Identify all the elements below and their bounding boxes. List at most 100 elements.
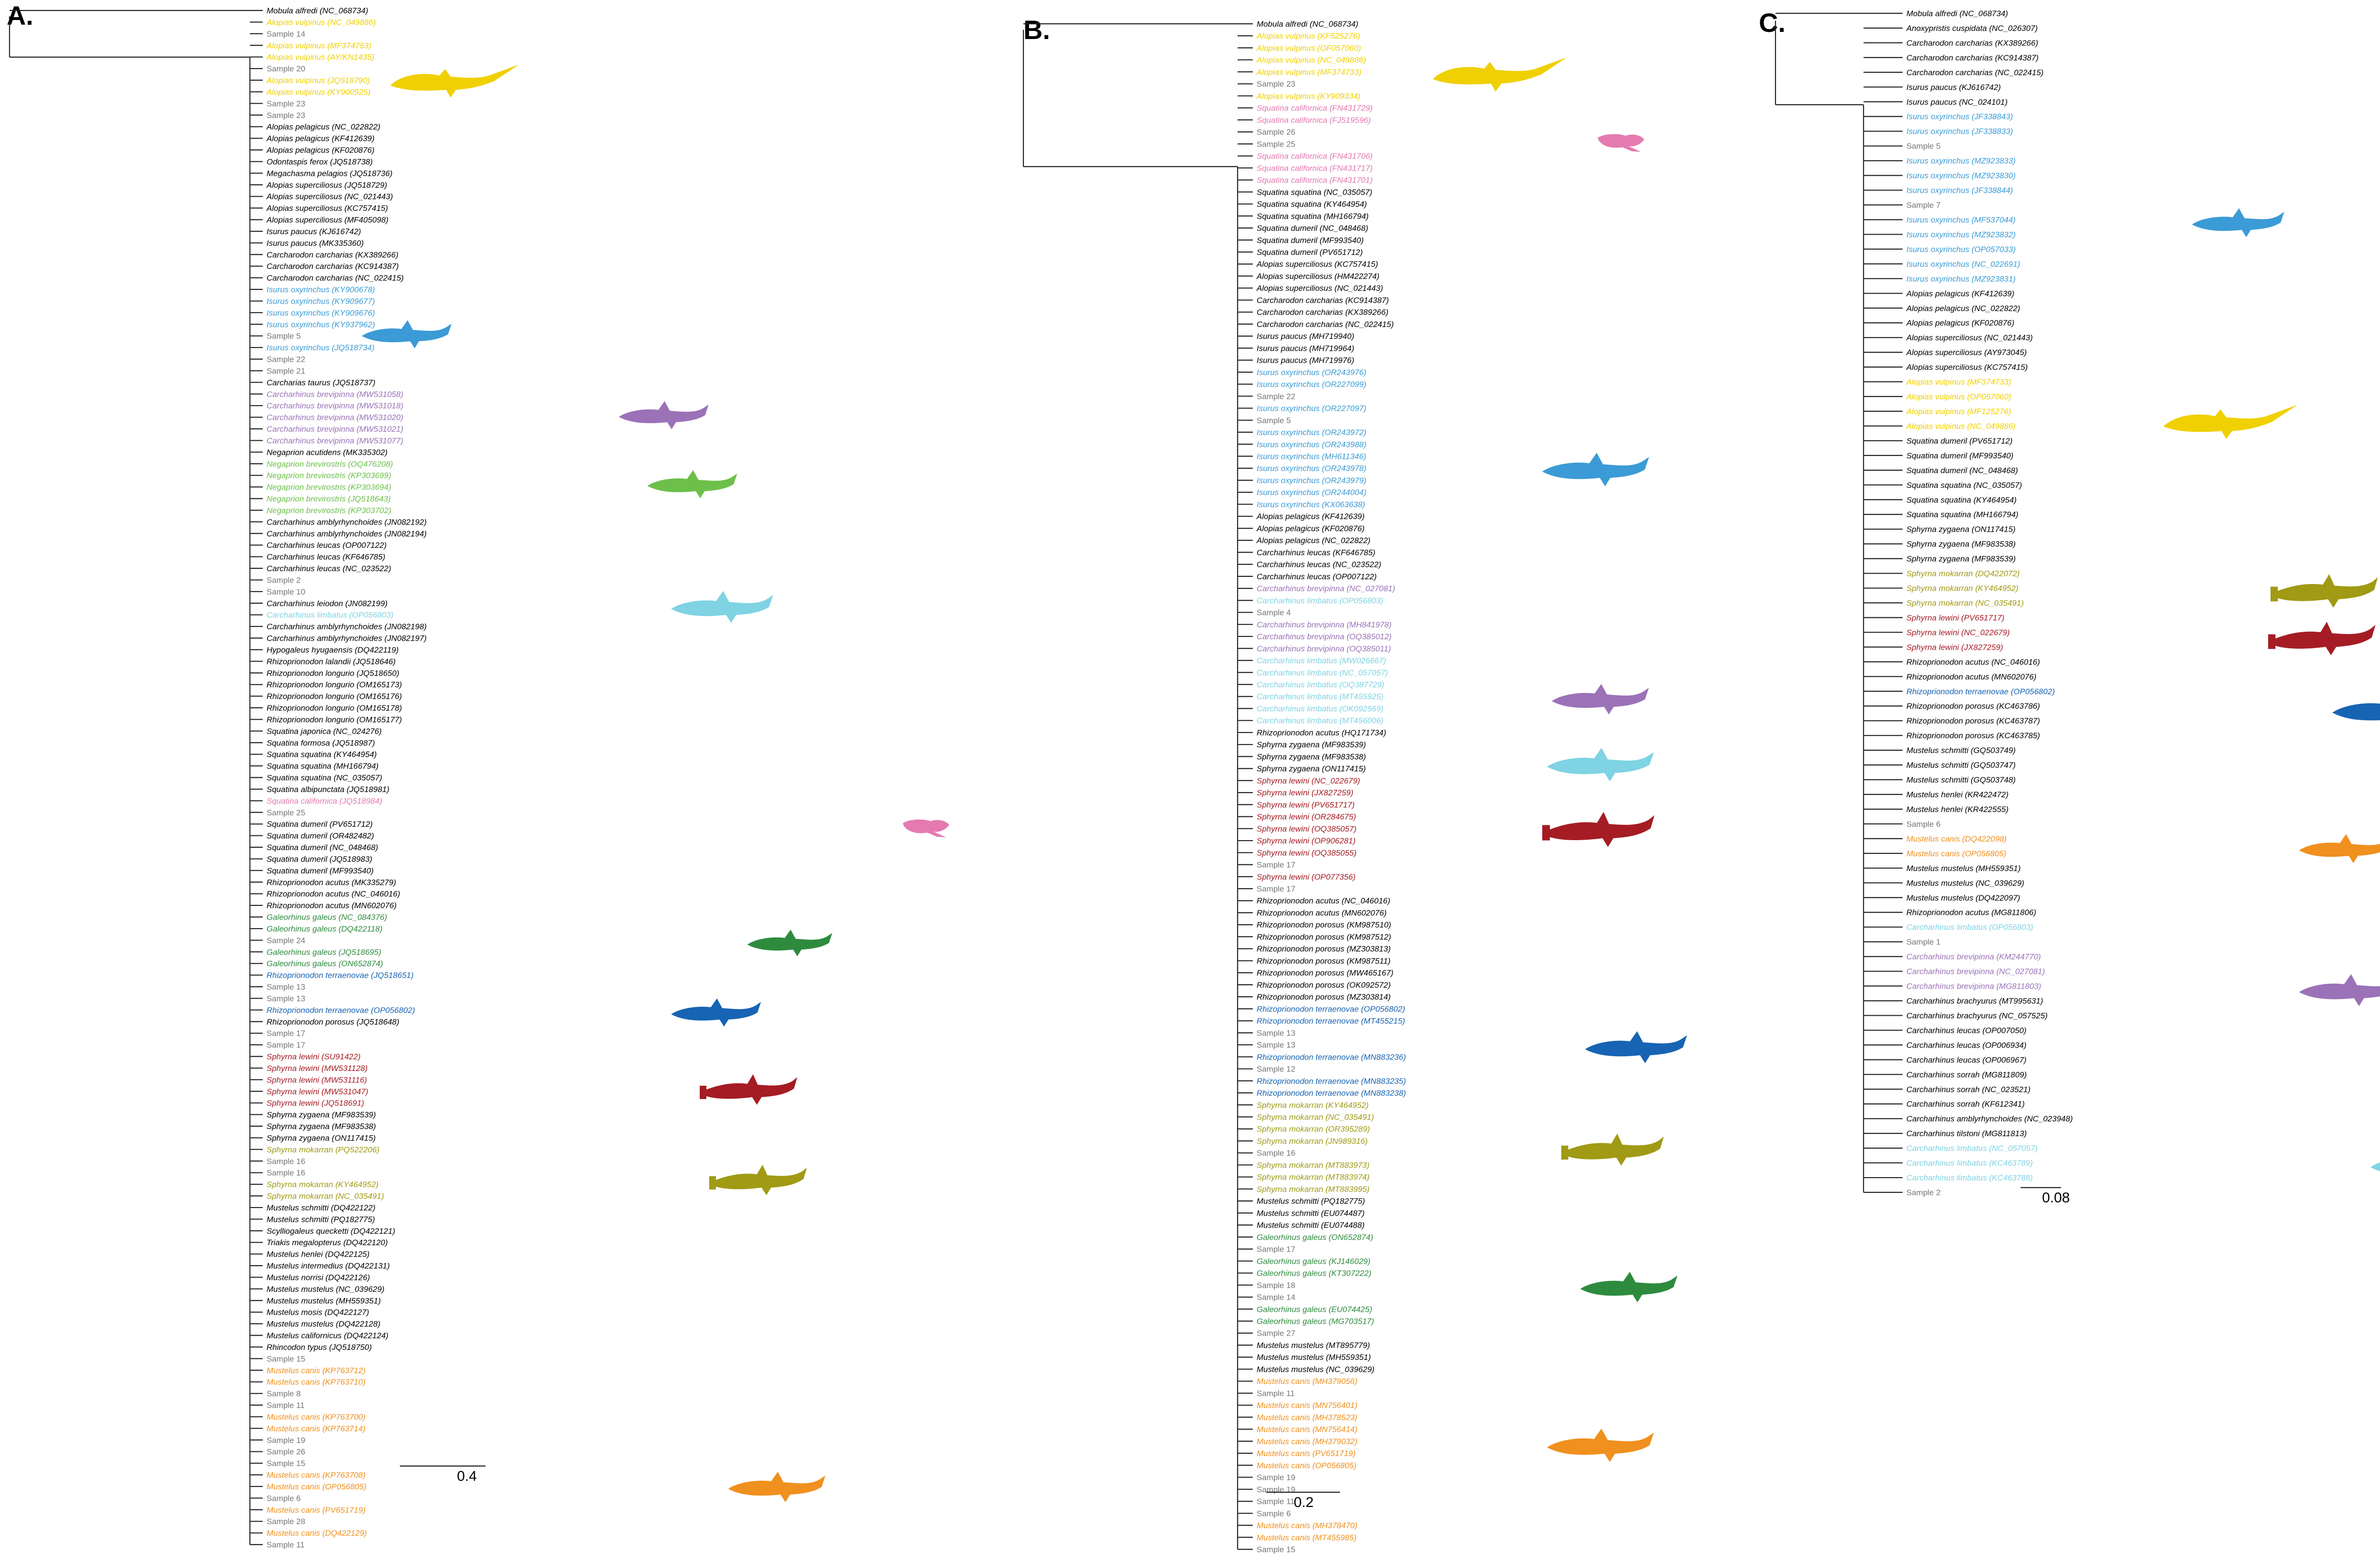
panel-a-tip-label-39: Negaprion brevirostris (OQ476208) [267,459,393,468]
panel-b-tip-label-9: Sample 26 [1257,128,1295,137]
panel-a-tip-label-111: Mustelus mustelus (MH559351) [267,1296,381,1305]
panel-a-tip-label-73: Squatina dumeril (JQ518983) [267,854,372,863]
panel-b-tip-label-19: Squatina dumeril (PV651712) [1257,248,1363,257]
panel-c-tip-label-23: Alopias superciliosus (AY973045) [1906,348,2027,357]
panel-c-tip-label-52: Mustelus schmitti (GQ503748) [1906,775,2016,784]
panel-b-tip-label-68: Sphyrna lewini (OP906281) [1257,836,1356,845]
panel-b-tip-label-8: Squatina californica (FJ519596) [1257,116,1371,125]
panel-a-tip-label-12: Alopias pelagicus (KF020876) [266,146,375,155]
panel-b-tip-label-98: Mustelus schmitti (PQ182775) [1257,1197,1365,1206]
panel-c-tip-label-37: Sphyrna zygaena (MF983539) [1906,555,2016,564]
panel-b-terraenovae-silhouette-6 [1585,1031,1687,1063]
panel-c-tip-label-72: Carcharhinus sorrah (MG811809) [1906,1070,2027,1079]
panel-b-tip-label-16: Squatina squatina (MH166794) [1257,212,1368,221]
panel-b-tip-label-103: Galeorhinus galeus (KJ146029) [1257,1257,1370,1266]
panel-b-tip-label-125: Mustelus canis (MH378470) [1257,1521,1358,1530]
panel-b-tip-label-40: Isurus oxyrinchus (KX063638) [1257,500,1365,509]
panel-b-tip-label-0: Mobula alfredi (NC_068734) [1257,20,1359,29]
panel-b-silhouette-path-6 [1585,1031,1687,1063]
panel-b-tip-label-112: Mustelus mustelus (NC_039629) [1257,1365,1375,1374]
panel-a-tip-label-131: Mustelus canis (DQ422129) [267,1529,367,1538]
panel-b-tip-label-88: Rhizoprionodon terraenovae (MN883235) [1257,1077,1406,1086]
panel-b-tip-label-34: Isurus oxyrinchus (OR243972) [1257,428,1367,437]
panel-b-tip-label-107: Galeorhinus galeus (EU074425) [1257,1305,1372,1314]
panel-a-tip-label-54: Carcharhinus amblyrhynchoides (JN082197) [267,634,426,643]
panel-b-tip-label-94: Sample 16 [1257,1149,1295,1158]
panel-b-tip-label-108: Galeorhinus galeus (MG703517) [1257,1317,1374,1326]
panel-a-tip-label-96: Sphyrna zygaena (MF983538) [267,1122,376,1131]
panel-b-tip-label-22: Alopias superciliosus (NC_021443) [1256,284,1383,293]
panel-a-tip-label-22: Carcharodon carcharias (KC914387) [267,262,399,271]
panel-a-tip-label-74: Squatina dumeril (MF993540) [267,866,374,875]
panel-b-tip-label-79: Rhizoprionodon porosus (MW465167) [1257,969,1393,978]
panel-a-tip-label-128: Sample 6 [267,1494,301,1503]
panel-a-label: A. [7,0,33,30]
panel-c-lewini-silhouette-3 [2268,622,2376,655]
panel-a-tip-label-49: Sample 2 [267,575,301,585]
panel-b-mako-silhouette-2 [1542,453,1649,486]
panel-b-tip-label-101: Galeorhinus galeus (ON652874) [1257,1233,1373,1242]
panel-c-tip-label-25: Alopias vulpinus (MF374733) [1906,377,2011,387]
panel-b-silhouette-path-2 [1542,453,1649,486]
panel-a-silhouette-path-0 [390,64,519,98]
panel-c-silhouette-path-5 [2299,834,2380,863]
panel-a-tip-label-37: Carcharhinus brevipinna (MW531077) [267,436,403,445]
panel-b-tip-label-7: Squatina californica (FN431729) [1257,104,1373,113]
panel-b-tip-label-28: Isurus paucus (MH719976) [1257,356,1354,365]
panel-a-tip-label-14: Megachasma pelagios (JQ518736) [267,169,393,178]
panel-a-thresher-silhouette-0 [390,64,519,98]
panel-a-tip-label-124: Sample 26 [267,1447,305,1457]
panel-b-tip-label-24: Carcharodon carcharias (KX389266) [1257,308,1388,317]
panel-a-tip-label-67: Squatina albipunctata (JQ518981) [267,785,389,794]
panel-c-tip-label-63: Sample 1 [1906,938,1941,947]
panel-a-tip-label-90: Sphyrna lewini (SU91422) [267,1052,361,1061]
panel-b-lewini-silhouette-5 [1542,812,1655,847]
panel-b-tip-label-64: Sphyrna lewini (JX827259) [1257,788,1353,797]
panel-b-tip-label-85: Sample 13 [1257,1041,1295,1050]
panel-c-tip-label-65: Carcharhinus brevipinna (NC_027081) [1906,967,2045,976]
panel-b-angel-silhouette-1 [1597,134,1644,152]
panel-b-tip-label-97: Sphyrna mokarran (MT883995) [1257,1185,1369,1194]
panel-a-tip-label-121: Mustelus canis (KP763700) [267,1412,366,1421]
panel-b-tip-label-55: Carcharhinus limbatus (OQ387729) [1257,680,1384,689]
panel-b-tip-label-29: Isurus oxyrinchus (OR243976) [1257,368,1367,377]
panel-c-tip-label-62: Carcharhinus limbatus (OP056803) [1906,923,2033,932]
panel-b-tip-label-93: Sphyrna mokarran (JN989316) [1257,1137,1368,1146]
panel-b-tip-label-39: Isurus oxyrinchus (OR244004) [1257,488,1367,497]
panel-c-tip-label-19: Alopias pelagicus (KF412639) [1906,289,2014,298]
panel-c-tip-label-61: Rhizoprionodon acutus (MG811806) [1906,908,2036,917]
panel-a-tip-label-78: Galeorhinus galeus (NC_084376) [267,913,387,922]
panel-b-tip-label-86: Rhizoprionodon terraenovae (MN883236) [1257,1052,1406,1061]
panel-c-tip-label-75: Carcharhinus amblyrhynchoides (NC_023948… [1906,1114,2073,1123]
panel-a-tip-label-58: Rhizoprionodon longurio (OM165173) [267,680,402,689]
panel-a-tip-label-109: Mustelus norrisi (DQ422126) [267,1273,370,1282]
panel-b-tip-label-89: Rhizoprionodon terraenovae (MN883238) [1257,1089,1406,1098]
panel-c-tip-label-74: Carcharhinus sorrah (KF612341) [1906,1100,2025,1109]
panel-b-tip-label-81: Rhizoprionodon porosus (MZ303814) [1257,992,1391,1001]
panel-a-tip-label-105: Scylliogaleus quecketti (DQ422121) [267,1227,395,1236]
panel-a-tip-label-97: Sphyrna zygaena (ON117415) [267,1133,376,1142]
panel-b-tip-label-26: Isurus paucus (MH719940) [1257,332,1354,341]
panel-b-tip-label-70: Sample 17 [1257,861,1295,870]
panel-c-tip-label-44: Rhizoprionodon acutus (NC_046016) [1906,657,2040,666]
panel-c-tip-label-3: Carcharodon carcharias (KC914387) [1906,53,2039,62]
panel-c-tip-label-2: Carcharodon carcharias (KX389266) [1906,39,2038,48]
panel-b-mokarran-silhouette-7 [1561,1133,1664,1166]
panel-b-tip-label-106: Sample 14 [1257,1293,1295,1302]
panel-c-silhouette-path-0 [2192,208,2284,238]
panel-c-tip-label-13: Sample 7 [1906,201,1941,210]
panel-b-tip-label-74: Rhizoprionodon acutus (MN602076) [1257,908,1387,917]
panel-a-tip-label-64: Squatina squatina (KY464954) [267,750,377,759]
panel-a-tip-label-66: Squatina squatina (NC_035057) [267,773,382,783]
panel-a-galeus-silhouette-6 [747,930,833,956]
panel-c-tip-label-11: Isurus oxyrinchus (MZ923830) [1906,171,2016,180]
panel-c-tip-label-70: Carcharhinus leucas (OP006934) [1906,1041,2026,1050]
panel-a-tip-label-51: Carcharhinus leiodon (JN082199) [267,599,387,608]
panel-a-tip-label-116: Sample 15 [267,1354,305,1363]
panel-a-tip-label-77: Rhizoprionodon acutus (MN602076) [267,901,397,910]
panel-a-mako-silhouette-1 [362,320,452,348]
panel-c-canis-silhouette-5 [2299,834,2380,863]
panel-b-tip-label-37: Isurus oxyrinchus (OR243978) [1257,464,1367,473]
panel-b-silhouette-path-3 [1552,684,1649,714]
